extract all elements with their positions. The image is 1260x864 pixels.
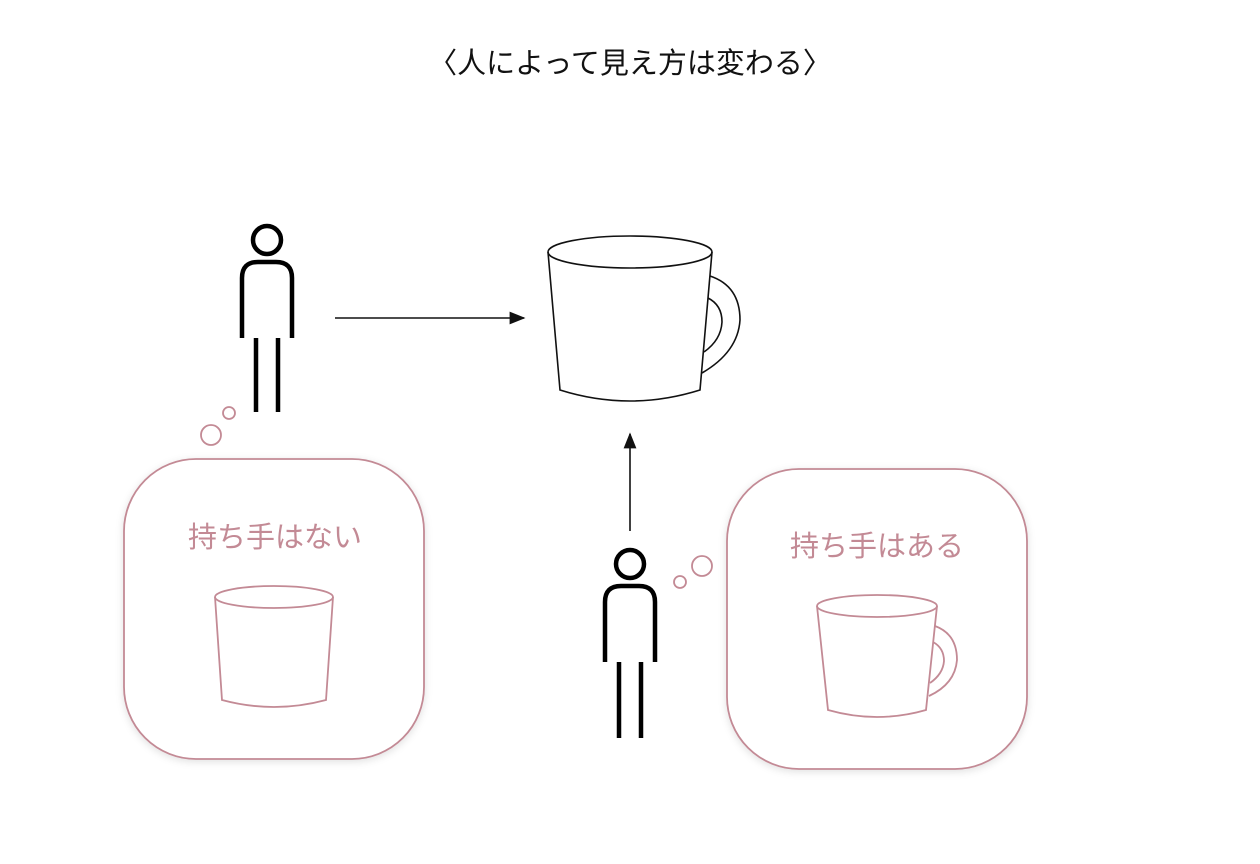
thought-dot-small (673, 575, 687, 589)
left-thought-text: 持ち手はない (188, 520, 362, 554)
thought-dot-large (200, 424, 222, 446)
thought-bubble-left: 持ち手はない (123, 406, 425, 760)
title: 〈人によって見え方は変わる〉 (428, 46, 832, 80)
mug-with-handle-icon (816, 594, 958, 718)
person-left (239, 223, 295, 412)
thought-bubble-right: 持ち手はある (673, 468, 1028, 770)
thought-dot-large (691, 555, 713, 577)
cup-no-handle-icon (214, 585, 334, 708)
thought-dot-small (222, 406, 236, 420)
right-thought-text: 持ち手はある (790, 529, 964, 563)
person-bottom (602, 547, 658, 738)
mug (547, 235, 741, 402)
